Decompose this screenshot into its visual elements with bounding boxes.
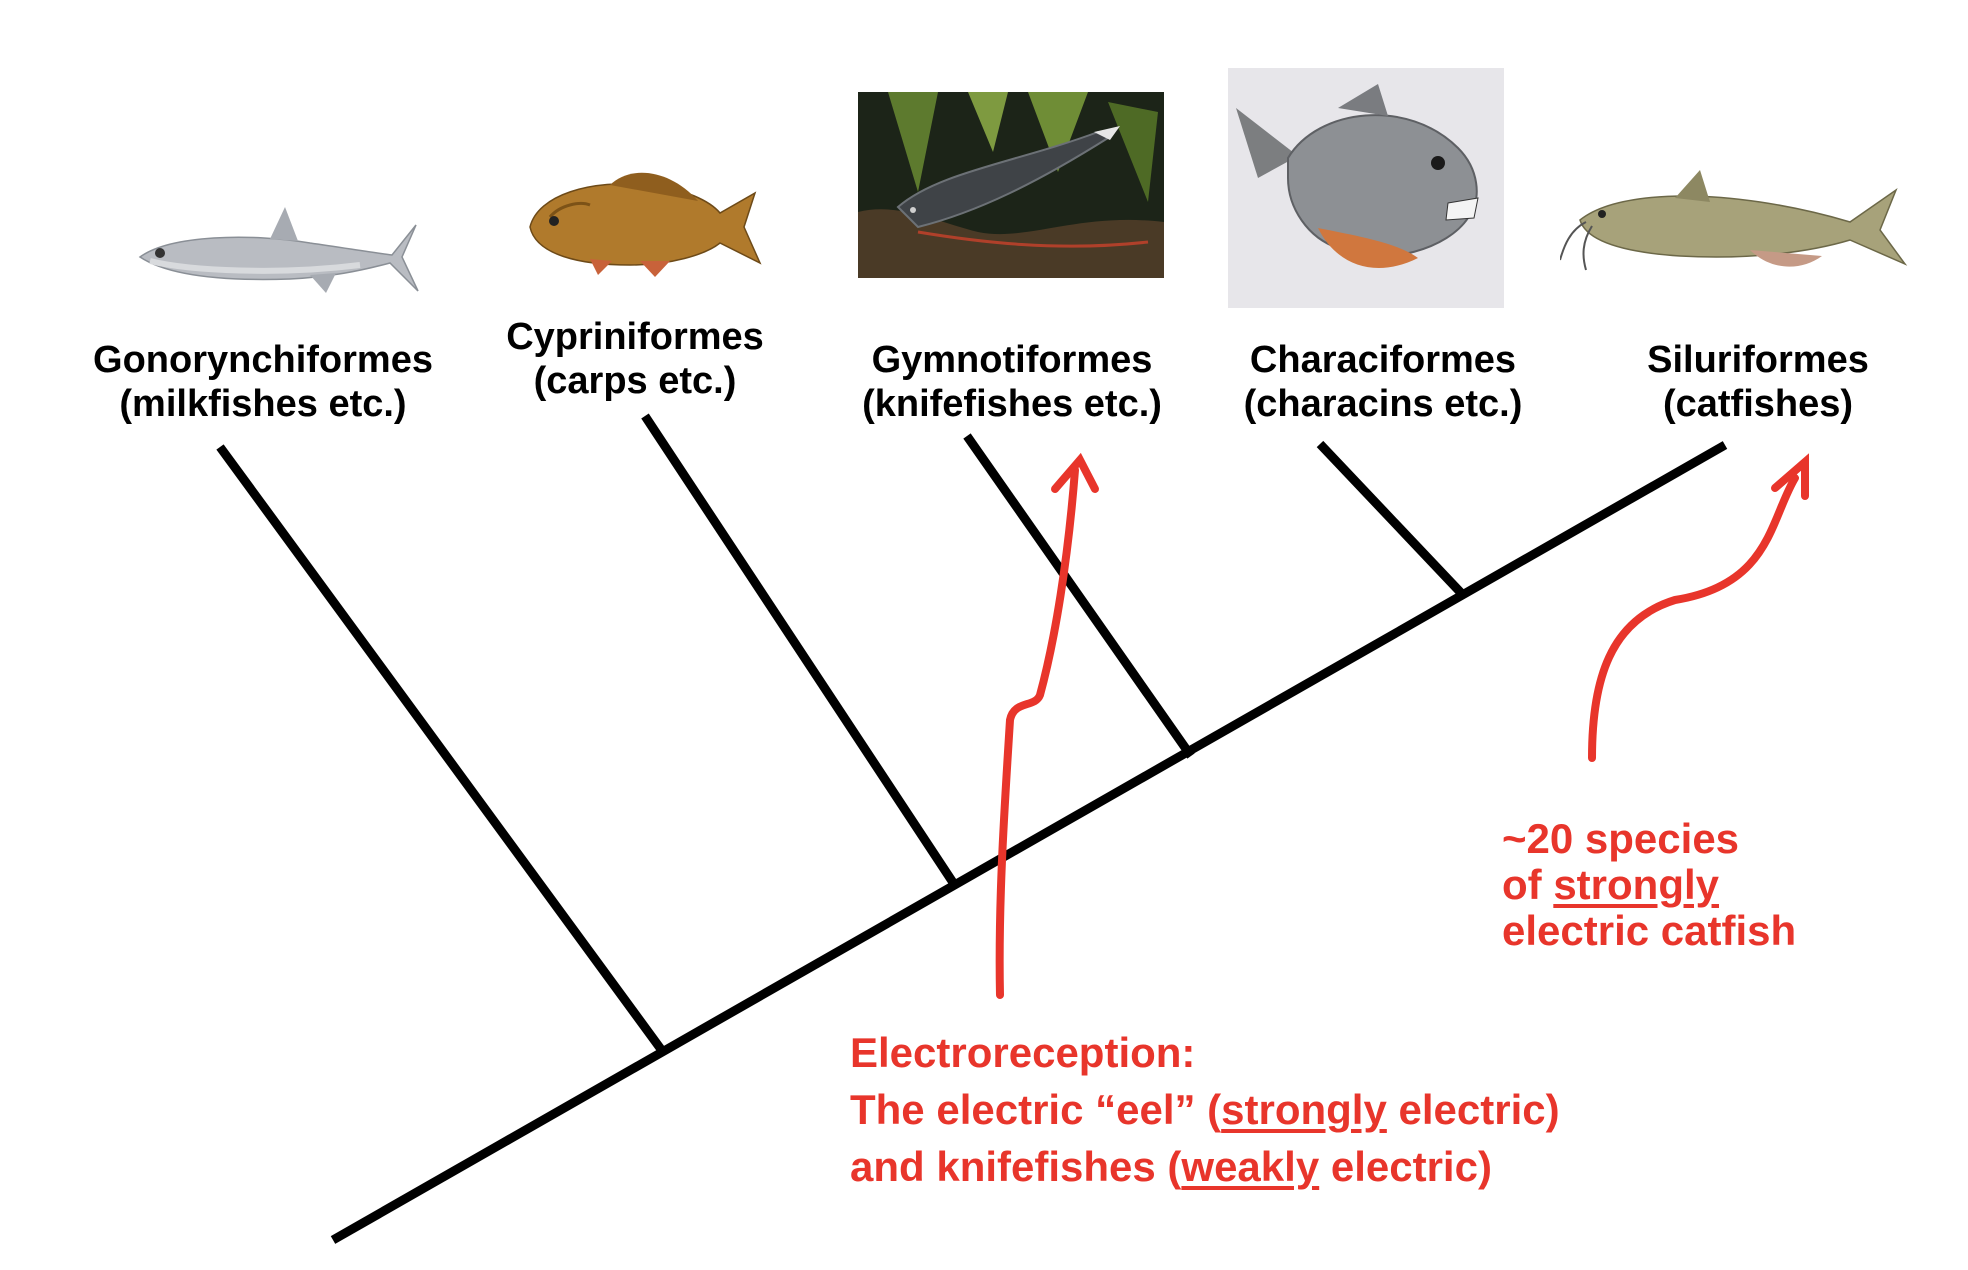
carp-illustration [529, 172, 762, 277]
piranha-photo [1228, 68, 1504, 308]
annotation-line: electric catfish [1502, 907, 1797, 954]
taxon-label-siluriformes: Siluriformes (catfishes) [1647, 338, 1869, 426]
electroreception-arrow [995, 466, 1079, 999]
taxon-label-gonorynchiformes: Gonorynchiformes (milkfishes etc.) [93, 338, 433, 426]
branch-gonorynchiformes [216, 444, 667, 1055]
catfish-illustration [1560, 170, 1908, 271]
taxon-common-name: (catfishes) [1662, 383, 1854, 425]
taxon-label-characiformes: Characiformes (characins etc.) [1244, 338, 1523, 426]
taxon-name: Siluriformes [1647, 339, 1869, 381]
underlined-word: strongly [1221, 1086, 1387, 1133]
catfish-arrowhead [1771, 453, 1809, 500]
underlined-word: weakly [1181, 1143, 1320, 1190]
electroreception-arrowhead [1051, 452, 1099, 493]
taxon-label-cypriniformes: Cypriniformes (carps etc.) [506, 315, 764, 403]
taxon-name: Characiformes [1249, 339, 1517, 381]
taxon-common-name: (milkfishes etc.) [119, 383, 407, 425]
annotation-line: ~20 species [1502, 815, 1740, 862]
taxon-name: Cypriniformes [506, 316, 764, 358]
taxon-common-name: (characins etc.) [1243, 383, 1523, 425]
catfish-arrow [1588, 474, 1799, 762]
taxon-label-gymnotiformes: Gymnotiformes (knifefishes etc.) [862, 338, 1162, 426]
annotation-line: of strongly [1502, 861, 1719, 908]
branch-cypriniformes [641, 413, 958, 887]
knifefish-photo [858, 92, 1164, 278]
tree-trunk [330, 441, 1728, 1244]
electroreception-annotation: Electroreception: The electric “eel” (st… [850, 1024, 1560, 1195]
annotation-line: The electric “eel” (strongly electric) [850, 1086, 1560, 1133]
taxon-name: Gymnotiformes [871, 339, 1153, 381]
milkfish-illustration [138, 207, 419, 293]
annotation-line: and knifefishes (weakly electric) [850, 1143, 1492, 1190]
annotation-heading: Electroreception: [850, 1029, 1196, 1076]
branch-characiformes [1316, 440, 1467, 599]
taxon-name: Gonorynchiformes [93, 339, 433, 381]
taxon-common-name: (knifefishes etc.) [862, 383, 1162, 425]
catfish-annotation: ~20 species of strongly electric catfish [1502, 816, 1796, 954]
taxon-common-name: (carps etc.) [533, 360, 737, 402]
branch-gymnotiformes [963, 433, 1195, 759]
underlined-word: strongly [1553, 861, 1719, 908]
